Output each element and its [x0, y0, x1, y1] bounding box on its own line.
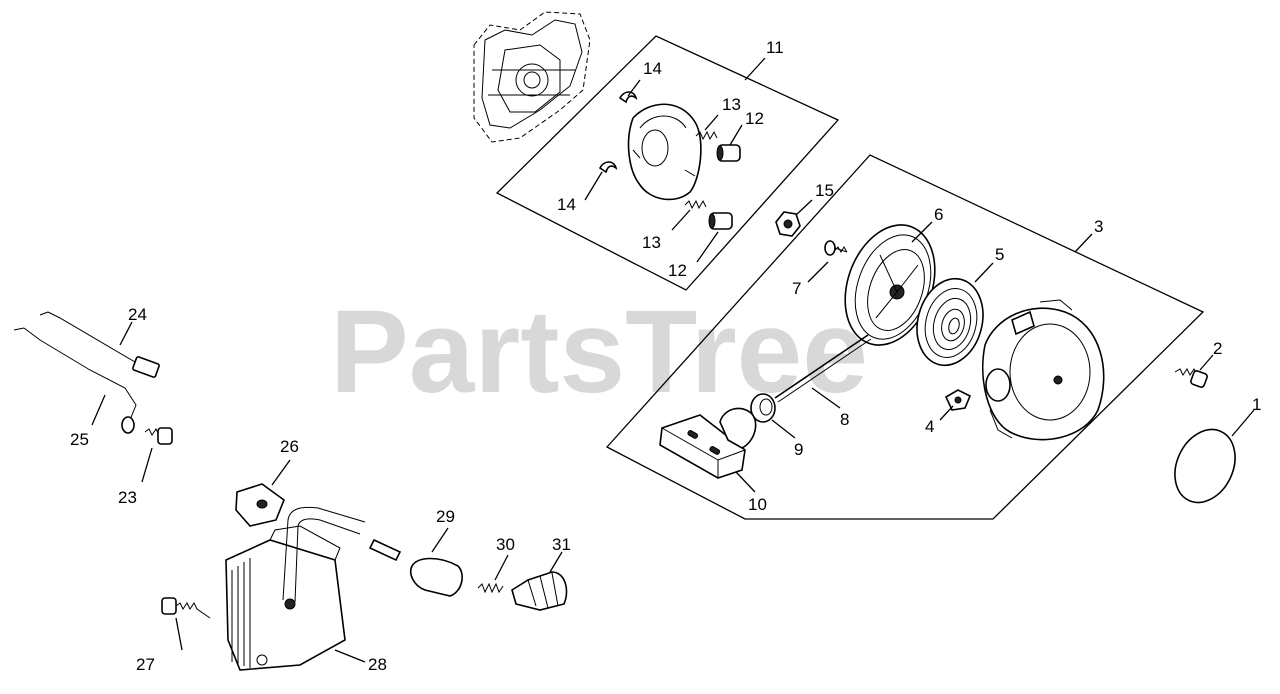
group-box-starter [605, 154, 1205, 520]
clutch-pin-lower [708, 212, 733, 230]
label-4: 4 [925, 417, 934, 436]
label-26: 26 [280, 437, 299, 456]
label-5: 5 [995, 245, 1004, 264]
label-1: 1 [1252, 395, 1261, 414]
starter-handle-part [659, 407, 757, 479]
leader-lines [91, 57, 1255, 663]
starter-case-part [982, 299, 1105, 441]
crankcase-part [473, 11, 591, 143]
washer-upper [618, 91, 638, 104]
clutch-spring-upper [695, 130, 718, 141]
nut-4-part [944, 389, 972, 411]
cable-24-part [39, 311, 160, 378]
label-13-upper: 13 [722, 95, 741, 114]
label-31: 31 [552, 535, 571, 554]
label-11: 11 [766, 38, 784, 57]
label-6: 6 [934, 205, 943, 224]
watermark-text: PartsTree [330, 286, 868, 418]
label-9: 9 [794, 440, 803, 459]
label-7: 7 [792, 279, 801, 298]
rope-guide-part [750, 393, 776, 423]
gasket-part [1174, 428, 1236, 504]
label-12-lower: 12 [668, 261, 687, 280]
label-28: 28 [368, 655, 387, 674]
group-box-clutch [495, 35, 840, 291]
terminal-part [511, 571, 568, 611]
label-12-upper: 12 [745, 109, 764, 128]
label-27: 27 [136, 655, 155, 674]
starter-rope-part [774, 334, 872, 403]
label-14-lower: 14 [557, 195, 576, 214]
plug-spring-part [477, 582, 504, 594]
cable-25-part [13, 327, 137, 434]
label-8: 8 [840, 410, 849, 429]
label-25: 25 [70, 430, 89, 449]
cushion-part [235, 483, 285, 527]
label-24: 24 [128, 305, 147, 324]
starter-pulley-part [844, 224, 936, 346]
bolt-27-part [161, 597, 211, 619]
label-29: 29 [436, 507, 455, 526]
nut-part [775, 211, 801, 237]
label-23: 23 [118, 488, 137, 507]
spark-plug-cap-part [368, 538, 463, 597]
label-10: 10 [748, 495, 767, 514]
label-30: 30 [496, 535, 515, 554]
screw-7-part [824, 240, 848, 256]
bolt-23-part [144, 427, 173, 445]
bolt-2-part [1174, 368, 1208, 388]
washer-lower [598, 161, 618, 174]
label-2: 2 [1213, 339, 1222, 358]
label-14-upper: 14 [643, 59, 662, 78]
recoil-spring-part [916, 277, 984, 367]
clutch-shoe-part [627, 103, 702, 201]
label-13-lower: 13 [642, 233, 661, 252]
clutch-pin-upper [716, 144, 741, 162]
clutch-spring-lower [684, 199, 707, 210]
label-3: 3 [1094, 217, 1103, 236]
ignition-coil-part [225, 506, 366, 671]
label-15: 15 [815, 181, 834, 200]
